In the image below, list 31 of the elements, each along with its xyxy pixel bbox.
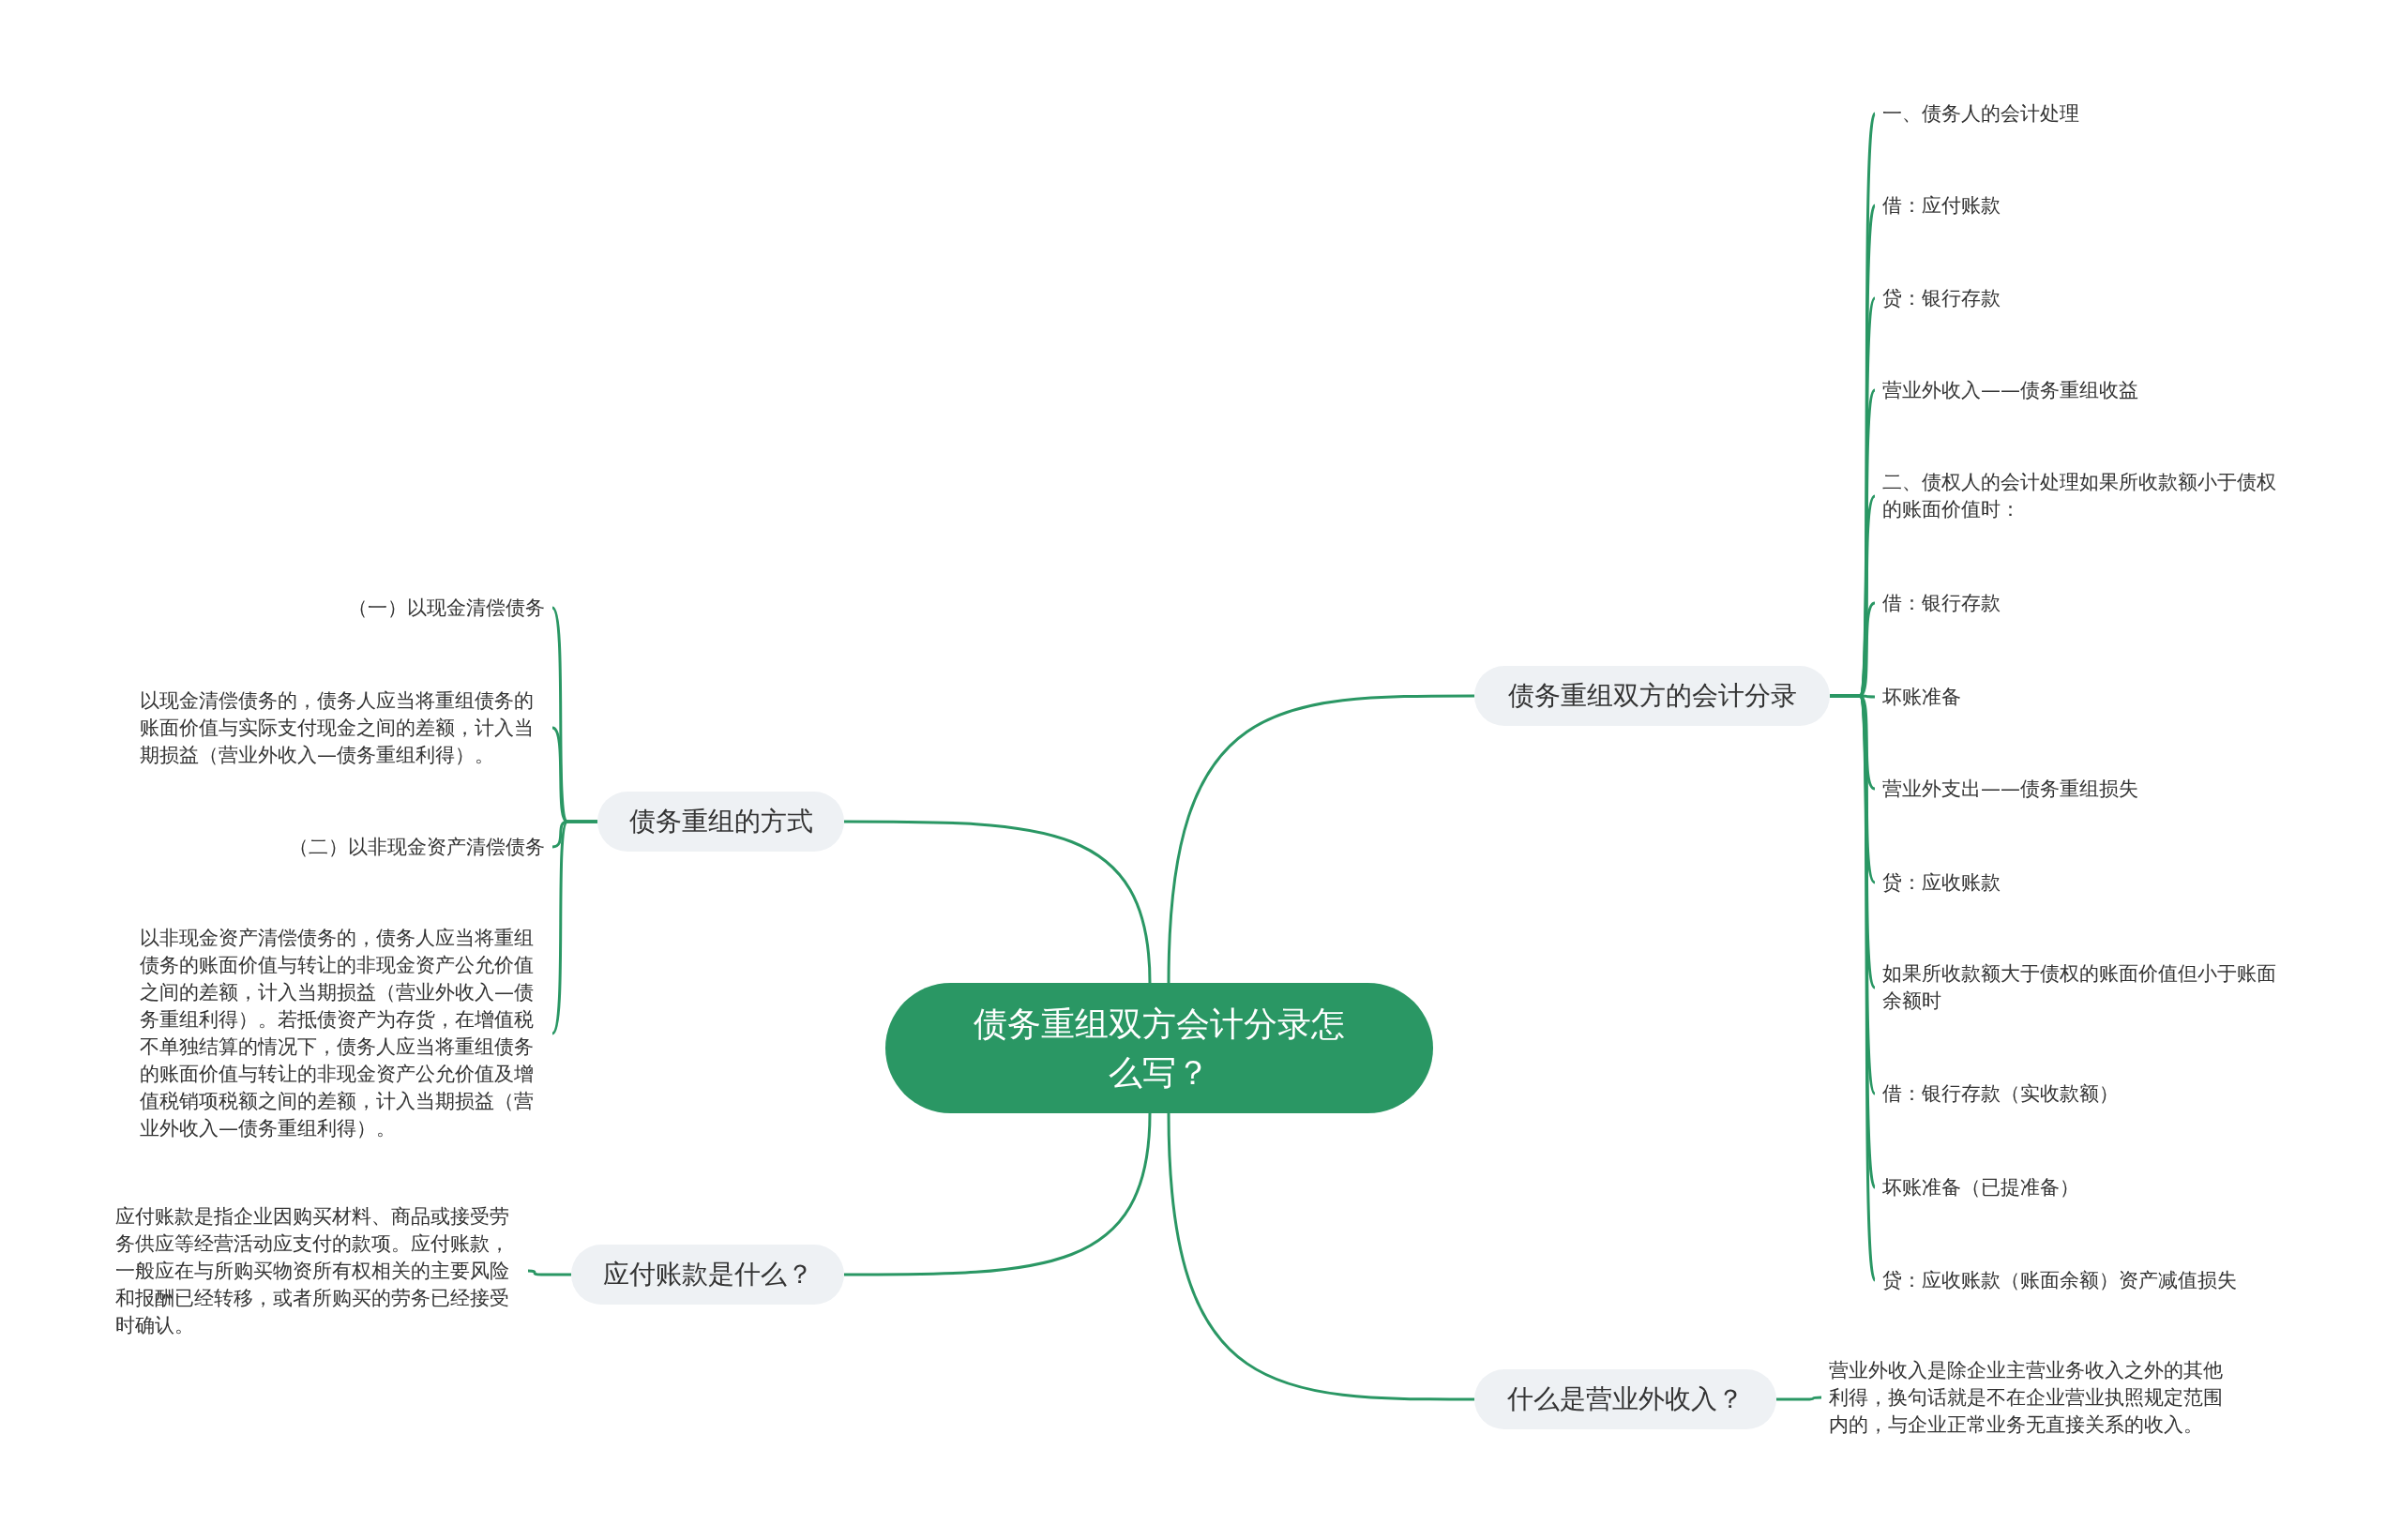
topic-pill: 债务重组的方式 [597,792,844,852]
topic-pill: 应付账款是什么？ [571,1245,844,1305]
note-text: 应付账款是指企业因购买材料、商品或接受劳务供应等经营活动应支付的款项。应付账款，一般应在与所购买物资所有权相关的主要风险和报酬已经转移，或者所购买的劳务已经接受时确认。 [115,1202,521,1339]
note-text: 借：银行存款（实收款额） [1882,1080,2119,1108]
connector-line [551,820,597,1034]
note-text: 借：银行存款 [1882,589,2001,617]
note-text: 如果所收款额大于债权的账面价值但小于账面余额时 [1882,960,2288,1015]
topic-pill: 债务重组双方的会计分录 [1474,666,1830,726]
note-text: （二）以非现金资产清偿债务 [289,833,545,861]
note-text: 以非现金资产清偿债务的，债务人应当将重组债务的账面价值与转让的非现金资产公允价值之间的差额，计入当期损益（营业外收入—债务重组利得）。若抵债资产为存货，在增值税不单独结算的情况下，债务人应当将重组债务的账面价值与转让的非现金资产公允价值及增值税销项税额之间的差额，计入当期损益（营业外收入—债务重组利得）。 [140,925,545,1142]
note-text: 借：应付账款 [1882,191,2001,219]
note-text: 坏账准备（已提准备） [1882,1173,2079,1201]
connector-line [844,820,1152,984]
note-text: 营业外收入是除企业主营业务收入之外的其他利得，换句话就是不在企业营业执照规定范围内的，与企业正常业务无直接关系的收入。 [1829,1356,2234,1439]
note-text: 二、债权人的会计处理如果所收款额小于债权的账面价值时： [1882,469,2288,523]
note-text: 一、债务人的会计处理 [1882,99,2079,128]
note-text: （一）以现金清偿债务 [348,594,545,622]
note-text: 营业外收入——债务重组收益 [1882,376,2138,404]
note-text: 贷：应收账款 [1882,868,2001,897]
note-text: 贷：应收账款（账面余额）资产减值损失 [1882,1266,2237,1294]
connector-line [1776,1396,1821,1401]
topic-pill: 什么是营业外收入？ [1474,1369,1776,1429]
central-topic: 债务重组双方会计分录怎么写？ [885,983,1433,1113]
note-text: 以现金清偿债务的，债务人应当将重组债务的账面价值与实际支付现金之间的差额，计入当期损益（营业外收入—债务重组利得）。 [140,687,545,769]
note-text: 坏账准备 [1882,683,1961,711]
connector-line [1167,694,1474,984]
connector-line [527,1269,571,1276]
connector-line [844,1112,1152,1276]
note-text: 贷：银行存款 [1882,284,2001,312]
note-text: 营业外支出——债务重组损失 [1882,775,2138,803]
connector-line [1167,1112,1474,1401]
